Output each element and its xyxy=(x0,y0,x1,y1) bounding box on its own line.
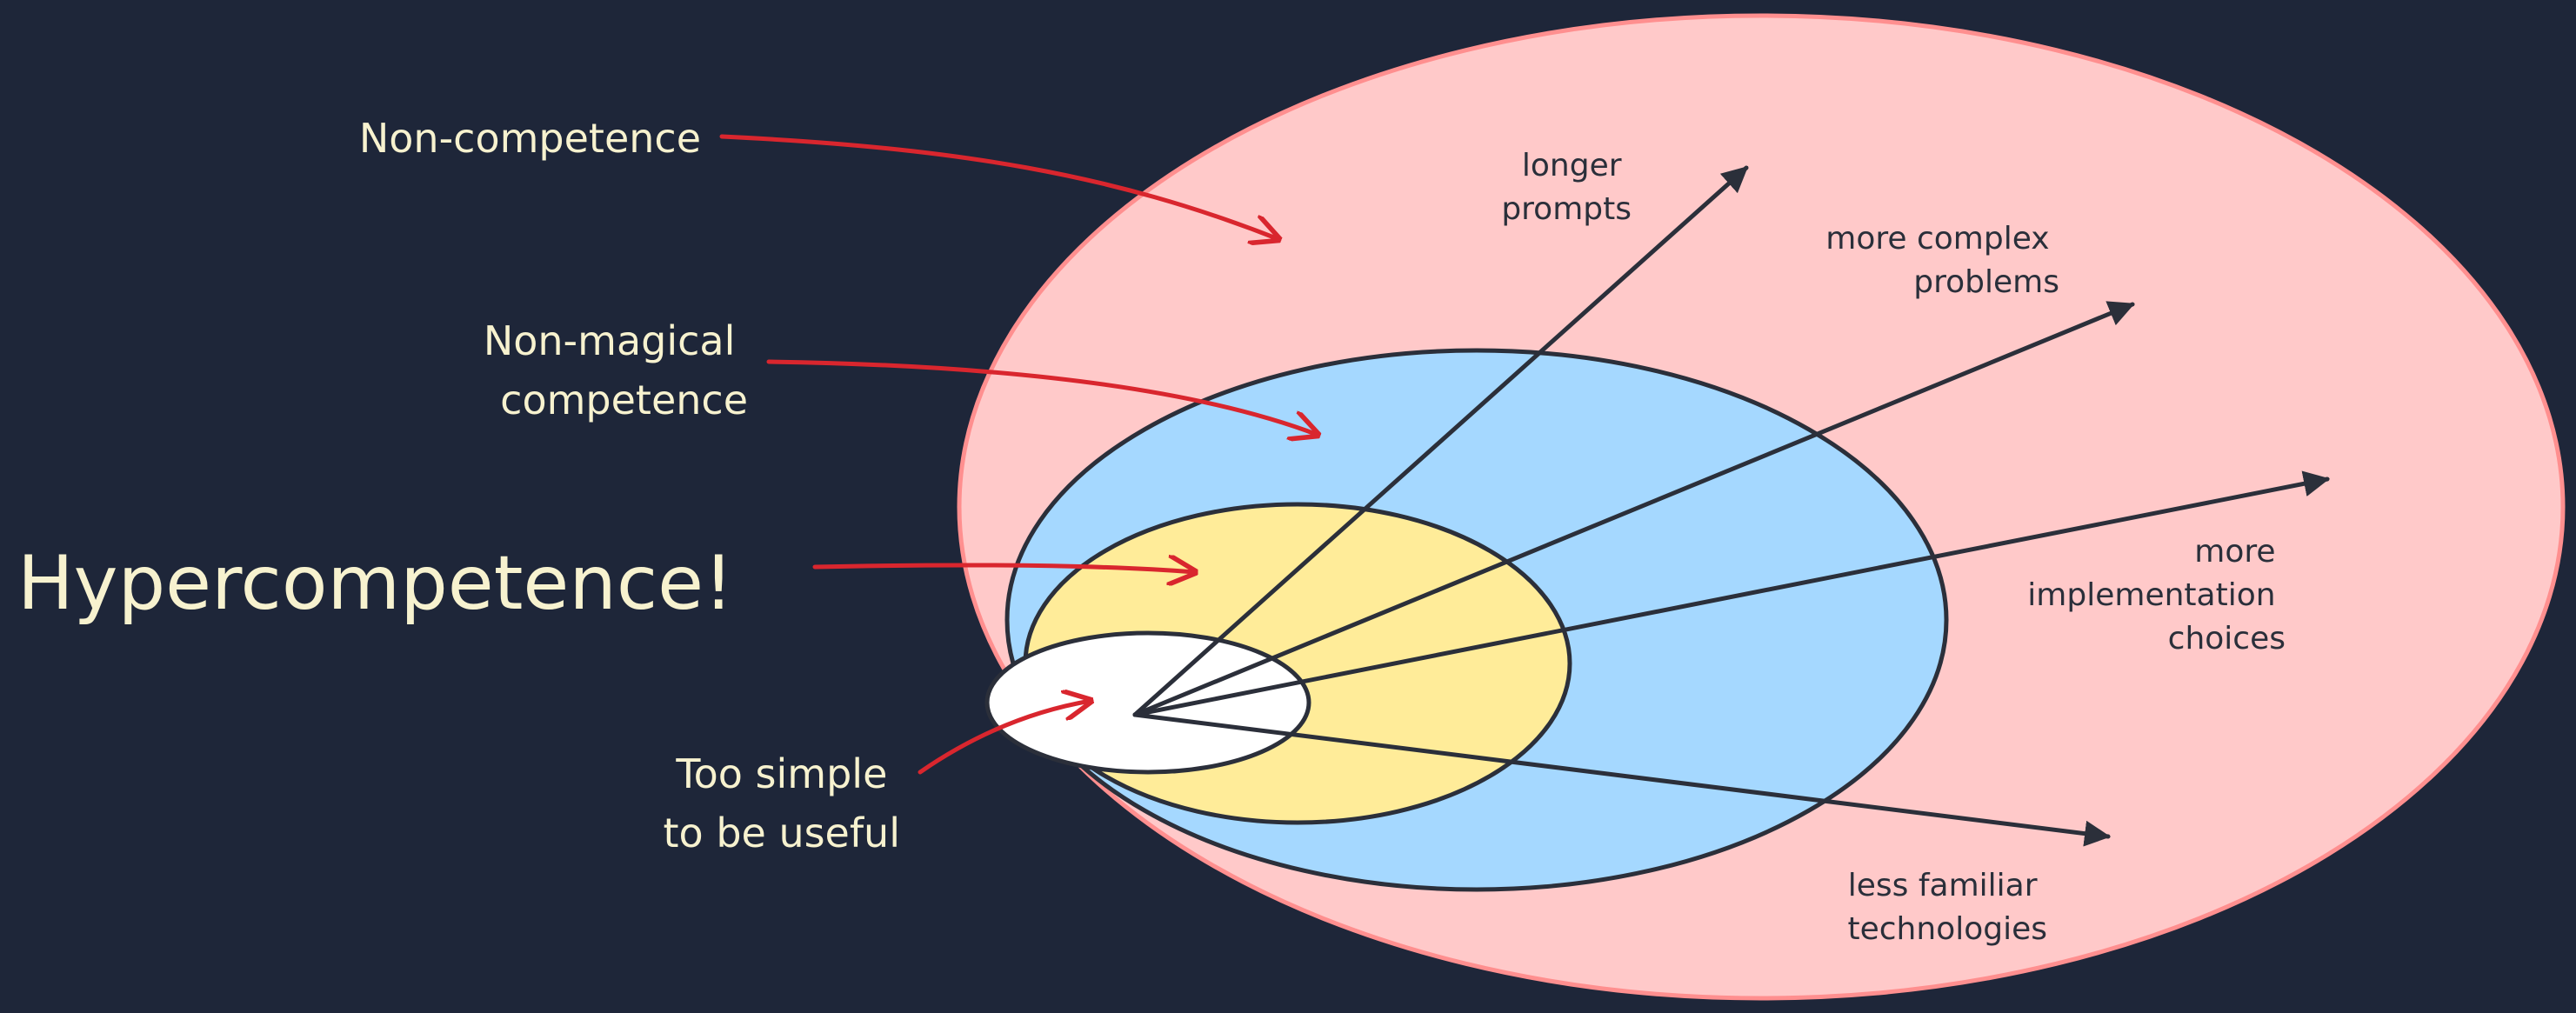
pointer-arrow-non-magical-competence xyxy=(766,359,1318,435)
pointer-arrow-hypercompetence xyxy=(812,565,1195,572)
axis-arrow-longer-prompts xyxy=(1132,165,1749,717)
label-too-simple: Too simple to be useful xyxy=(664,750,900,856)
axis-arrow-less-familiar-technologies xyxy=(1132,712,2111,847)
label-hypercompetence: Hypercompetence! xyxy=(17,540,734,627)
axis-label-less-familiar-technologies: less familiar technologies xyxy=(1848,868,2048,947)
axis-arrow-more-complex-problems xyxy=(1132,301,2135,717)
axis-label-longer-prompts: longer prompts xyxy=(1501,148,1632,227)
axis-label-more-implementation-choices: more implementation choices xyxy=(2027,534,2286,656)
axis-arrow-more-implementation-choices xyxy=(1132,470,2330,717)
label-non-competence: Non-competence xyxy=(359,115,701,162)
label-non-magical-competence: Non-magical competence xyxy=(484,317,748,423)
axis-label-more-complex-problems: more complex problems xyxy=(1825,221,2059,300)
pointer-arrow-too-simple xyxy=(918,701,1091,775)
pointer-arrow-non-competence xyxy=(719,134,1278,239)
